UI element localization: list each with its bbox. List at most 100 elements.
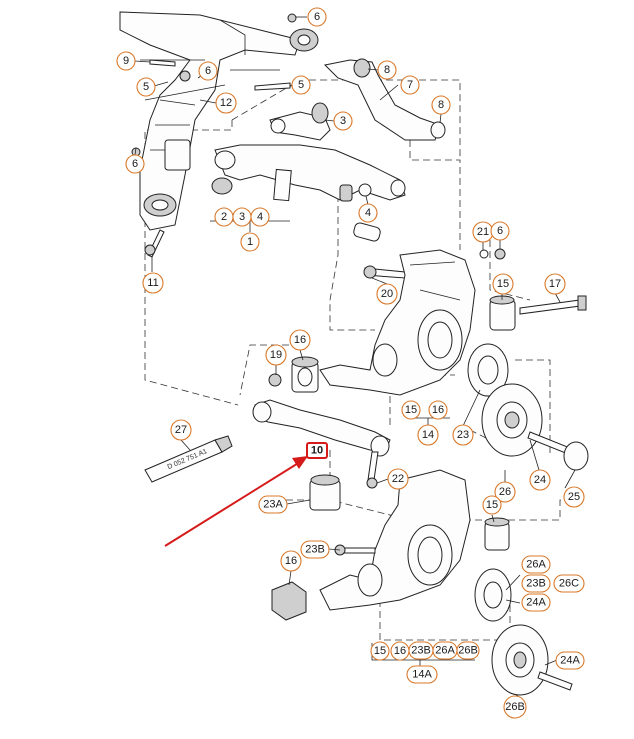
callout-15: 15 [370, 641, 390, 661]
svg-text:21: 21 [477, 226, 489, 238]
svg-text:25: 25 [568, 491, 580, 503]
bushing-and-nut-left [268, 356, 319, 393]
callout-6: 6 [490, 221, 510, 241]
svg-text:12: 12 [220, 97, 232, 109]
svg-text:16: 16 [432, 404, 444, 416]
hub-bearing-upper [467, 343, 589, 471]
callout-22: 22 [387, 468, 409, 490]
callout-16: 16 [289, 329, 311, 351]
callout-6: 6 [307, 7, 327, 27]
callout-14: 14 [417, 424, 439, 446]
svg-text:1: 1 [247, 236, 253, 248]
callout-5: 5 [136, 77, 156, 97]
callouts: 6 9 5 6 5 12 8 7 3 8 6 2 3 4 1 4 11 21 6… [116, 7, 585, 719]
svg-text:26C: 26C [559, 578, 579, 590]
callout-23: 23 [452, 424, 474, 446]
callout-9: 9 [116, 51, 136, 71]
svg-text:8: 8 [438, 99, 444, 111]
svg-text:14: 14 [422, 429, 434, 441]
callout-8: 8 [431, 95, 451, 115]
svg-text:26A: 26A [526, 559, 546, 571]
bushing-and-bolt-upper [489, 295, 587, 331]
svg-text:20: 20 [381, 288, 393, 300]
callout-12: 12 [215, 92, 237, 114]
upper-link-arm [323, 58, 446, 141]
svg-text:17: 17 [549, 278, 561, 290]
callout-26A: 26A [521, 555, 551, 574]
callout-21: 21 [472, 221, 494, 243]
callout-4: 4 [358, 203, 378, 223]
callout-24: 24 [529, 469, 551, 491]
svg-text:5: 5 [143, 81, 149, 93]
svg-text:24: 24 [534, 474, 546, 486]
svg-text:23B: 23B [305, 544, 325, 556]
callout-17: 17 [544, 273, 566, 295]
svg-text:23B: 23B [411, 645, 431, 657]
callout-26B: 26B [456, 641, 480, 660]
callout-23B: 23B [521, 574, 551, 593]
svg-text:5: 5 [298, 79, 304, 91]
svg-text:23: 23 [457, 429, 469, 441]
callout-3: 3 [333, 111, 353, 131]
svg-text:6: 6 [132, 158, 138, 170]
svg-text:4: 4 [257, 211, 263, 223]
callout-26A: 26A [432, 641, 458, 660]
callout-26B: 26B [503, 695, 527, 719]
rear-subframe [119, 11, 319, 231]
svg-text:3: 3 [340, 115, 346, 127]
callout-16: 16 [428, 400, 448, 420]
callout-1: 1 [240, 232, 260, 252]
svg-text:26: 26 [499, 486, 511, 498]
small-hardware [131, 13, 506, 279]
callout-26C: 26C [553, 574, 585, 593]
grease-tube-27: D 052 751 A1 [144, 435, 233, 483]
svg-text:26B: 26B [458, 645, 478, 657]
callout-14A: 14A [406, 665, 438, 684]
callout-15: 15 [482, 495, 502, 515]
svg-text:6: 6 [205, 65, 211, 77]
svg-text:27: 27 [175, 424, 187, 436]
svg-text:4: 4 [365, 207, 371, 219]
callout-25: 25 [563, 486, 585, 508]
lower-link-10 [252, 399, 391, 489]
wishbone-arm [211, 144, 406, 202]
svg-text:15: 15 [486, 499, 498, 511]
svg-text:10: 10 [311, 445, 323, 457]
callout-16: 16 [390, 641, 410, 661]
svg-text:24A: 24A [526, 597, 546, 609]
upper-control-arm [269, 102, 331, 141]
svg-text:15: 15 [405, 404, 417, 416]
callout-8: 8 [377, 60, 397, 80]
callout-27: 27 [170, 419, 192, 441]
svg-text:6: 6 [314, 11, 320, 23]
svg-text:23A: 23A [263, 499, 283, 511]
svg-text:16: 16 [294, 334, 306, 346]
callout-16: 16 [280, 550, 302, 572]
wheel-carrier-lower [271, 469, 573, 696]
callout-3: 3 [232, 207, 252, 227]
callout-6: 6 [198, 61, 218, 81]
svg-text:11: 11 [147, 277, 158, 289]
callout-26: 26 [494, 481, 516, 503]
callout-11: 11 [142, 272, 164, 294]
svg-text:15: 15 [374, 645, 386, 657]
svg-text:7: 7 [407, 79, 413, 91]
svg-text:2: 2 [221, 211, 227, 223]
callout-15: 15 [401, 400, 421, 420]
callout-24A: 24A [555, 651, 585, 670]
svg-text:16: 16 [394, 645, 406, 657]
svg-text:6: 6 [497, 225, 503, 237]
callout-24A: 24A [521, 593, 551, 612]
callout-23B: 23B [408, 641, 434, 660]
callout-5: 5 [291, 75, 311, 95]
highlight-arrow [164, 456, 308, 547]
callout-6: 6 [125, 154, 145, 174]
callout-10-highlighted: 10 [306, 442, 328, 459]
svg-text:19: 19 [270, 349, 282, 361]
svg-text:14A: 14A [412, 669, 432, 681]
wheel-carrier-upper [319, 249, 476, 396]
callout-19: 19 [265, 344, 287, 366]
svg-text:22: 22 [392, 473, 404, 485]
svg-text:26A: 26A [435, 645, 455, 657]
